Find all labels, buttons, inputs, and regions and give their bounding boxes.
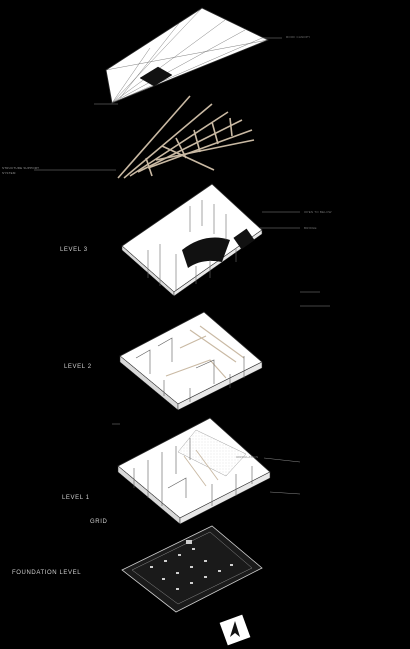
level-2-label: LEVEL 2 bbox=[64, 364, 92, 370]
level-1-label: LEVEL 1 bbox=[62, 495, 90, 501]
leader-lines bbox=[34, 37, 330, 495]
roof-skylight bbox=[139, 66, 173, 87]
north-arrow-icon bbox=[219, 614, 251, 646]
structure-support bbox=[117, 95, 255, 179]
level-3-note-bridge: BRIDGE bbox=[304, 226, 317, 230]
foundation-level-label: FOUNDATION LEVEL bbox=[12, 570, 82, 576]
level-3-label: LEVEL 3 bbox=[60, 247, 88, 253]
structure-support-label: STRUCTURE SUPPORT bbox=[2, 166, 40, 170]
level-2-plan bbox=[119, 311, 263, 411]
roof-note: ROOF CANOPY bbox=[286, 35, 311, 39]
level-1-note: CIRCULATION bbox=[236, 455, 259, 459]
roof-canopy bbox=[105, 7, 269, 104]
level-3-note-open: OPEN TO BELOW bbox=[304, 210, 332, 214]
grid-label: GRID bbox=[90, 519, 108, 525]
foundation-plan bbox=[121, 525, 263, 613]
level-3-plan bbox=[121, 183, 263, 297]
level-1-plan bbox=[117, 417, 271, 525]
structure-support-label-2: SYSTEM bbox=[2, 171, 16, 175]
